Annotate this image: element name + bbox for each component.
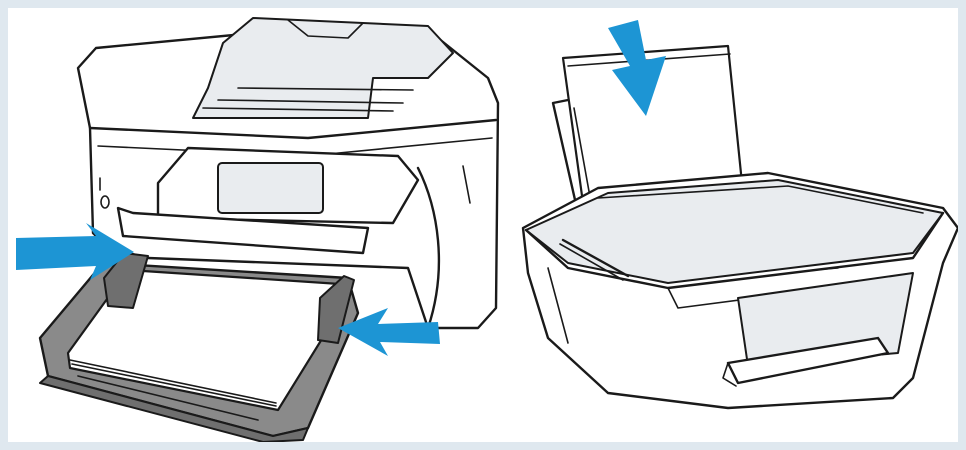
rear-tray-printer [523, 20, 958, 408]
front-tray-printer [16, 18, 498, 442]
printer-illustration [8, 8, 958, 442]
touchscreen [218, 163, 323, 213]
illustration-panel [8, 8, 958, 442]
